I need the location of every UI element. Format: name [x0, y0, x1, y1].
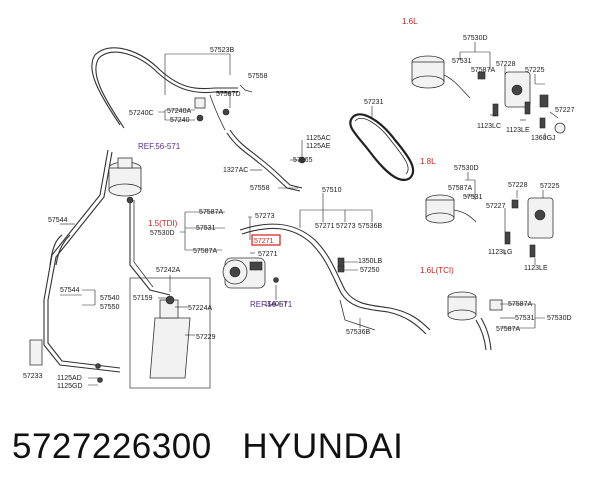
label-1123LE-18: 1123LE	[524, 265, 548, 272]
label-1123LE-16: 1123LE	[506, 127, 530, 134]
label-57558-lower: 57558	[250, 185, 270, 192]
label-1350LB: 1350LB	[358, 258, 382, 265]
label-57550: 57550	[100, 304, 120, 311]
label-57531-tdi: 57531	[196, 225, 216, 232]
label-57558: 57558	[248, 73, 268, 80]
label-57227-18: 57227	[486, 203, 506, 210]
variant-1-8l: 1.8L	[420, 157, 436, 166]
label-57587A-tdi-bottom: 57587A	[193, 248, 217, 255]
label-1123LG: 1123LG	[488, 249, 512, 256]
part-number: 5727226300	[12, 427, 212, 466]
label-57250: 57250	[360, 267, 380, 274]
part-footer: 5727226300 HYUNDAI	[12, 427, 403, 467]
part-labels: 57523B 57558 57587D 57240C 57240A 57240 …	[23, 35, 575, 390]
label-57536B-bottom: 57536B	[346, 329, 370, 336]
label-57265: 57265	[293, 157, 313, 164]
label-57544-mid: 57544	[60, 287, 80, 294]
label-57587A-16: 57587A	[471, 67, 495, 74]
label-57530D-16: 57530D	[463, 35, 488, 42]
label-57271: 57271	[315, 223, 335, 230]
label-57159: 57159	[133, 295, 153, 302]
label-57531-16: 57531	[452, 58, 472, 65]
variant-1-5-tdi: 1.5(TDI)	[148, 219, 178, 228]
label-57225-18: 57225	[540, 183, 560, 190]
part-illustration	[29, 55, 566, 389]
label-57227-16: 57227	[555, 107, 575, 114]
label-1123LC: 1123LC	[477, 123, 501, 130]
label-57531-18: 57531	[463, 194, 483, 201]
highlight-box	[251, 234, 281, 246]
pipe-illustration	[43, 47, 431, 373]
label-57225-16: 57225	[525, 67, 545, 74]
label-57228-18: 57228	[508, 182, 528, 189]
variant-labels: 1.6L 1.8L 1.5(TDI) 1.6L(TCI)	[148, 17, 454, 275]
label-57544-top: 57544	[48, 217, 68, 224]
label-57530D-18: 57530D	[454, 165, 479, 172]
label-57587A-tdi-top: 57587A	[199, 209, 223, 216]
variant-1-6l: 1.6L	[402, 17, 418, 26]
brand-name: HYUNDAI	[242, 427, 404, 466]
label-57523B: 57523B	[210, 47, 234, 54]
label-57587A-18: 57587A	[448, 185, 472, 192]
label-1360GJ: 1360GJ	[531, 135, 556, 142]
label-57233: 57233	[23, 373, 43, 380]
variant-1-6l-tci: 1.6L(TCI)	[420, 266, 454, 275]
label-57242A: 57242A	[156, 267, 180, 274]
ref-link-bottom[interactable]: REF.56-571	[250, 300, 293, 309]
label-57224A: 57224A	[188, 305, 212, 312]
reference-labels: REF.56-571 REF.56-571	[138, 142, 293, 309]
label-57510: 57510	[322, 187, 342, 194]
label-57271-lower: 57271	[258, 251, 278, 258]
label-57530D-tdi: 57530D	[150, 230, 175, 237]
label-1125AD: 1125AD	[57, 375, 82, 382]
label-57273: 57273	[336, 223, 356, 230]
label-57530D-tci: 57530D	[547, 315, 572, 322]
label-1125AC: 1125AC	[306, 135, 331, 142]
label-1140FT: 1140FT	[264, 301, 288, 308]
label-57531-tci: 57531	[515, 315, 535, 322]
label-1125AE: 1125AE	[306, 143, 331, 150]
leader-lines	[60, 42, 559, 386]
ref-link-top[interactable]: REF.56-571	[138, 142, 181, 151]
label-57536B: 57536B	[358, 223, 382, 230]
label-1125GD: 1125GD	[57, 383, 83, 390]
label-1327AC: 1327AC	[223, 167, 248, 174]
label-57587A-tci-top: 57587A	[508, 301, 532, 308]
label-57228-16: 57228	[496, 61, 516, 68]
label-57240: 57240	[170, 117, 190, 124]
label-57587D: 57587D	[216, 91, 241, 98]
label-57240C: 57240C	[129, 110, 154, 117]
label-57273-tdi: 57273	[255, 213, 275, 220]
label-57231: 57231	[364, 99, 384, 106]
label-57587A-tci-bottom: 57587A	[496, 326, 520, 333]
label-57271-highlighted[interactable]: 57271	[254, 238, 274, 245]
label-57540: 57540	[100, 295, 120, 302]
label-57229: 57229	[196, 334, 216, 341]
label-57240A: 57240A	[167, 108, 191, 115]
